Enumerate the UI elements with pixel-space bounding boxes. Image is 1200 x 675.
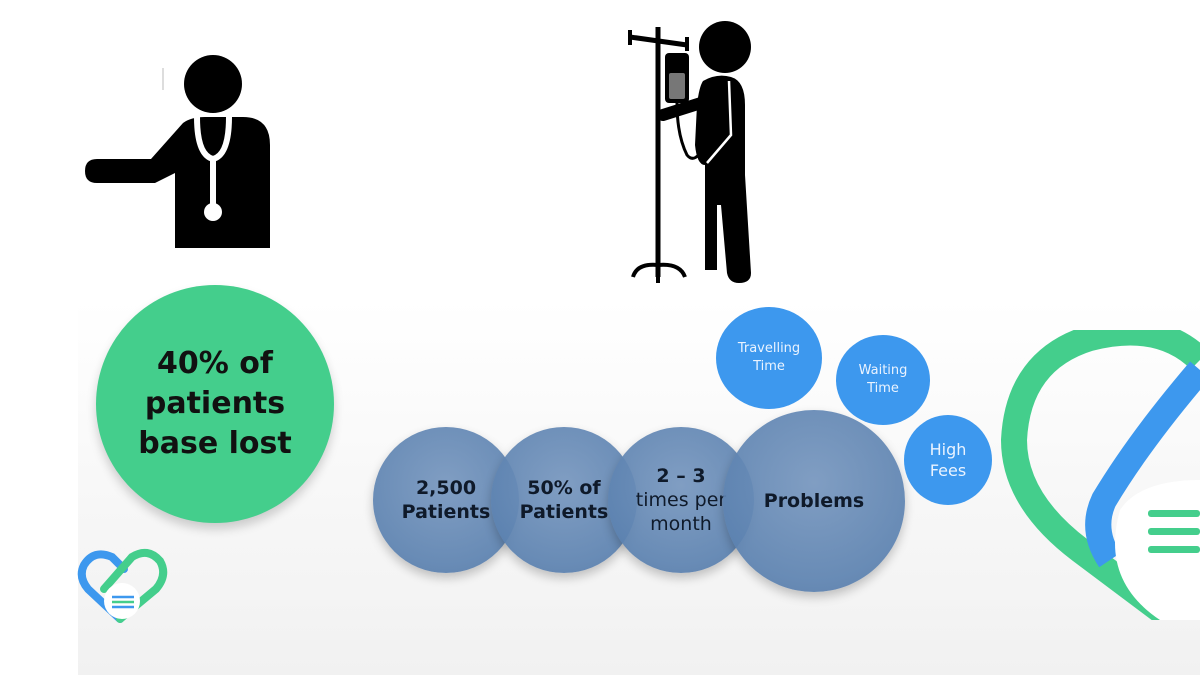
visit-frequency-value: 2 – 3 — [656, 465, 706, 487]
travelling-time-line-1: Travelling — [737, 341, 801, 356]
high-fees-line-2: Fees — [929, 461, 967, 480]
high-fees-bubble: High Fees — [904, 415, 992, 505]
visit-frequency-line-2: times per — [635, 489, 727, 511]
problems-circle: Problems — [723, 410, 905, 592]
patients-percent-label: Patients — [519, 501, 609, 523]
stat-line-2: patients — [144, 386, 286, 421]
high-fees-line-1: High — [929, 440, 967, 459]
travelling-time-line-2: Time — [753, 359, 785, 374]
problems-label: Problems — [763, 490, 865, 512]
heart-drop-logo-large-icon — [1000, 330, 1200, 620]
patients-lost-stat-circle: 40% of patients base lost — [96, 285, 334, 523]
waiting-time-line-2: Time — [867, 381, 899, 396]
patients-percent-value: 50% of — [527, 477, 601, 499]
heart-drop-logo-icon — [77, 548, 168, 623]
patients-count-value: 2,500 — [415, 477, 477, 499]
stat-line-3: base lost — [138, 426, 292, 461]
waiting-time-line-1: Waiting — [858, 363, 908, 378]
patients-count-label: Patients — [401, 501, 491, 523]
stat-line-1: 40% of — [157, 346, 273, 381]
patient-iv-drip-icon — [628, 21, 751, 283]
waiting-time-bubble: Waiting Time — [836, 335, 930, 425]
doctor-icon — [85, 55, 270, 248]
visit-frequency-line-3: month — [650, 513, 712, 535]
travelling-time-bubble: Travelling Time — [716, 307, 822, 409]
